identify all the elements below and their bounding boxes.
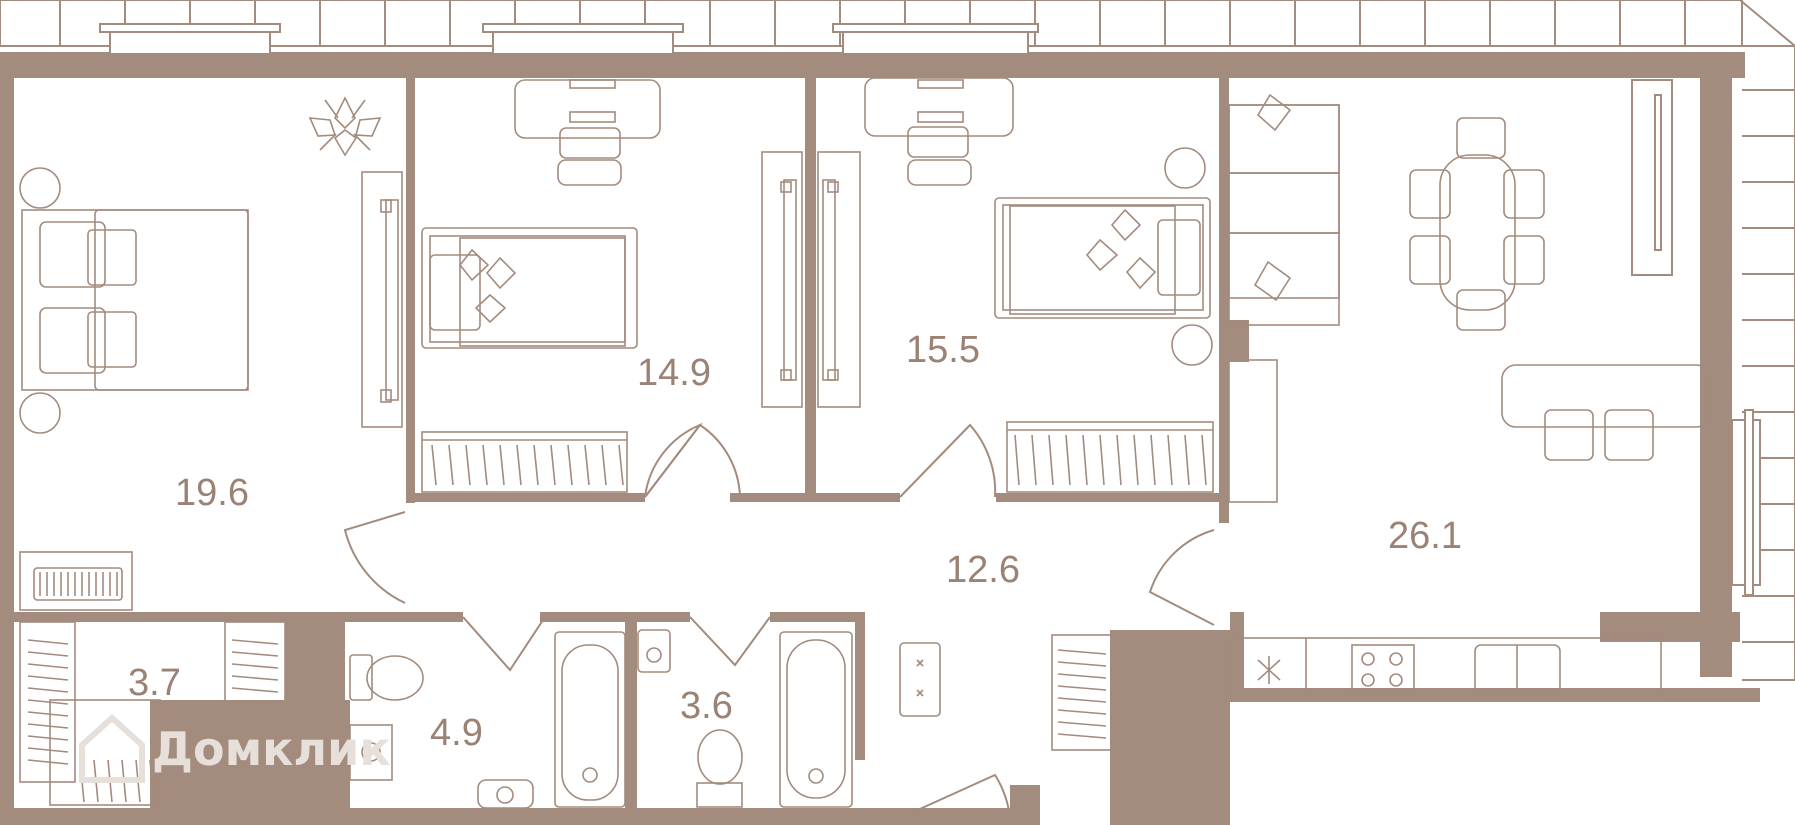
hanger — [499, 444, 505, 486]
closet-rails — [19, 434, 1207, 806]
hanger — [1167, 434, 1173, 486]
hanger — [27, 675, 69, 681]
bed-single-3 — [994, 147, 1213, 366]
area-living-kitchen: 26.1 — [1388, 515, 1462, 557]
hanger — [1116, 434, 1122, 486]
hanger — [1057, 709, 1107, 715]
bathroom-2-fixtures — [637, 629, 853, 808]
flower-icon — [308, 96, 382, 157]
desk-2 — [514, 79, 661, 186]
hanger — [231, 687, 279, 693]
hanger — [533, 444, 539, 486]
hanger — [448, 444, 454, 486]
house-icon — [79, 713, 145, 783]
area-bedroom-1: 19.6 — [175, 472, 249, 514]
hanger — [1057, 685, 1107, 691]
bed-single-2 — [421, 227, 638, 349]
area-bedroom-2: 14.9 — [637, 352, 711, 394]
hanger — [1057, 649, 1107, 655]
area-hallway: 12.6 — [946, 549, 1020, 591]
hanger — [601, 444, 607, 486]
hanger — [27, 735, 69, 741]
hanger — [27, 747, 69, 753]
kitchen-island — [1501, 364, 1711, 461]
hanger — [27, 699, 69, 705]
hanger — [1048, 434, 1054, 486]
hanger — [482, 444, 488, 486]
dining-table — [1409, 117, 1545, 331]
windows — [99, 23, 1761, 596]
hanger — [1150, 434, 1156, 486]
hanger — [431, 444, 437, 486]
hanger — [1133, 434, 1139, 486]
wardrobe-bedroom-3 — [817, 151, 1214, 493]
hanger — [465, 444, 471, 486]
hanger — [1099, 434, 1105, 486]
hanger — [149, 759, 155, 803]
hanger — [584, 444, 590, 486]
watermark-text: Домклик — [152, 722, 391, 776]
hanger — [1065, 434, 1071, 486]
wardrobe-bedroom-2 — [421, 151, 803, 493]
hanger — [1031, 434, 1037, 486]
balcony — [0, 0, 1795, 681]
desk-3 — [864, 77, 1014, 186]
doors — [343, 422, 1215, 819]
area-wardrobe: 3.7 — [128, 662, 181, 704]
area-bathroom-1: 4.9 — [430, 712, 483, 754]
hanger — [27, 687, 69, 693]
hanger — [27, 759, 69, 765]
hanger — [27, 639, 69, 645]
radiator — [19, 551, 133, 611]
kitchen-counter — [1230, 637, 1662, 697]
hanger — [231, 639, 279, 645]
hanger — [231, 651, 279, 657]
watermark: Домклик — [79, 713, 391, 783]
bed-double — [21, 209, 249, 391]
hanger — [27, 711, 69, 717]
area-labels: 19.6 14.9 15.5 12.6 26.1 3.7 4.9 3.6 — [128, 329, 1462, 754]
hanger — [27, 723, 69, 729]
area-bedroom-3: 15.5 — [906, 329, 980, 371]
sofa — [1228, 93, 1340, 503]
hanger — [27, 651, 69, 657]
hanger — [1057, 733, 1107, 739]
hanger — [1014, 434, 1020, 486]
nightstand — [19, 167, 61, 434]
hanger — [1082, 434, 1088, 486]
hanger — [1057, 661, 1107, 667]
hanger — [1057, 697, 1107, 703]
hanger — [27, 663, 69, 669]
hanger — [567, 444, 573, 486]
hanger — [1057, 673, 1107, 679]
hanger — [550, 444, 556, 486]
area-bathroom-2: 3.6 — [680, 685, 733, 727]
bathroom-1-fixtures — [349, 631, 626, 809]
hanger — [231, 663, 279, 669]
hall-wardrobe — [899, 634, 1113, 751]
hanger — [1057, 721, 1107, 727]
hanger — [618, 444, 624, 486]
hanger — [516, 444, 522, 486]
hanger — [1201, 434, 1207, 486]
hanger — [1184, 434, 1190, 486]
wardrobe-bedroom-1 — [361, 171, 403, 428]
hanger — [231, 675, 279, 681]
furniture — [19, 77, 1711, 809]
walls — [0, 52, 1760, 825]
